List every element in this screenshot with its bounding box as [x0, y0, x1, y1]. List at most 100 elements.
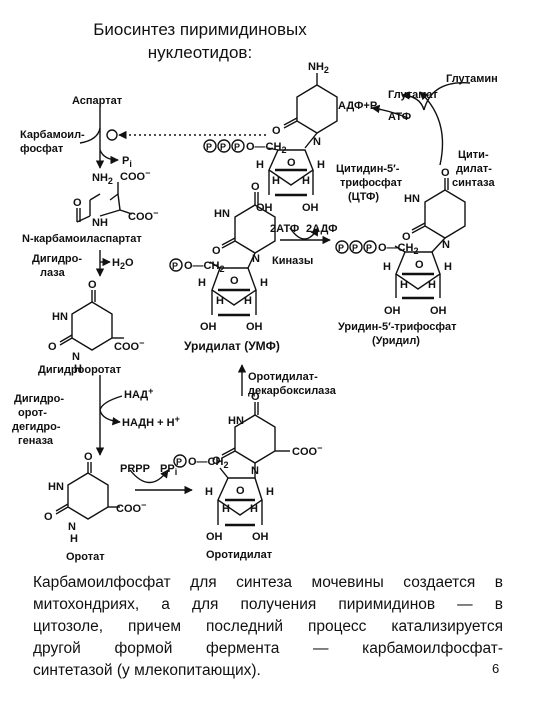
label-h: H	[272, 175, 280, 187]
label-coo-4: COO−	[116, 500, 146, 515]
label-h: H	[400, 279, 408, 291]
label-h: H	[444, 261, 452, 273]
label-n-carbamoylaspartate: N-карбамоиласпартат	[22, 233, 142, 245]
label-coo-2: COO−	[128, 208, 158, 223]
label-hn: HN	[48, 481, 64, 493]
label-coo-3: COO−	[114, 338, 144, 353]
label-oh: OH	[302, 202, 319, 214]
label-o: O	[272, 125, 281, 137]
inhibition-circle	[106, 129, 118, 141]
phosphate-circle	[203, 139, 217, 153]
dihydroorotate-ring	[71, 301, 113, 351]
label-n: N	[72, 351, 80, 363]
page-number: 6	[492, 661, 500, 676]
caption-line-2: митохондриях, а для получения пиримидино…	[33, 596, 503, 613]
phosphate-circle	[335, 240, 349, 254]
label-h: H	[216, 295, 224, 307]
label-dihydroorotase-1: Дигидро-	[32, 253, 82, 265]
label-coo-1: COO−	[120, 168, 150, 183]
label-hn: HN	[404, 193, 420, 205]
label-nadh: НАДН + Н+	[122, 414, 180, 429]
arrow-nad	[99, 395, 123, 411]
label-nh2: NH2	[308, 61, 329, 75]
label-glutamine: Глутамин	[446, 73, 498, 85]
label-orotate: Оротат	[66, 551, 105, 563]
caption-line-1: Карбамоилфосфат для синтеза мочевины соз…	[33, 574, 503, 591]
label-o: O	[212, 455, 221, 467]
label-ctp-3: (ЦТФ)	[348, 191, 379, 203]
label-phosphate-p: P	[172, 261, 178, 271]
label-dihydroorotate: Дигидрооротат	[38, 364, 122, 376]
phosphate-circle	[217, 139, 231, 153]
label-ctp-2: трифосфат	[340, 177, 403, 189]
label-nh: NH	[92, 217, 108, 229]
label-hn: HN	[228, 415, 244, 427]
title-line-2: нуклеотидов:	[147, 43, 253, 62]
label-o: O	[287, 157, 296, 169]
arrow-atp-adp	[289, 227, 319, 240]
utp-base-ring	[424, 189, 466, 239]
ctp-ribose-ring	[268, 149, 314, 186]
ctp-base-ring	[296, 84, 338, 134]
label-kinases: Киназы	[272, 255, 313, 267]
label-ump: Уридилат (УМФ)	[184, 339, 280, 353]
label-adp-pi: АДФ+Pi	[338, 100, 380, 114]
label-o-ch2: O—CH2	[184, 260, 224, 274]
label-hn: HN	[52, 311, 68, 323]
label-o: O	[236, 485, 245, 497]
label-o-ch2: O—CH2	[246, 141, 286, 155]
slide-title: Биосинтез пиримидиновых нуклеотидов:	[0, 18, 400, 64]
label-h: H	[198, 277, 206, 289]
label-oh: OH	[384, 305, 401, 317]
arrow-glutamate	[401, 91, 425, 111]
label-decarboxylase-2: декарбоксилаза	[248, 385, 337, 397]
label-o-ch2: O—CH2	[188, 456, 228, 470]
label-dhodh-3: дегидро-	[12, 421, 61, 433]
label-n: N	[251, 465, 259, 477]
omp-ribose-ring	[217, 477, 263, 516]
title-line-1: Биосинтез пиримидиновых	[93, 20, 307, 39]
label-dhodh-2: орот-	[18, 407, 47, 419]
label-utp-1: Уридин-5′-трифосфат	[338, 321, 457, 333]
label-o: O	[84, 451, 93, 463]
label-h: H	[260, 277, 268, 289]
label-h: H	[428, 279, 436, 291]
label-o: O	[48, 341, 57, 353]
label-glutamate: Глутамат	[388, 89, 438, 101]
label-carbamoylphosphate-2: фосфат	[20, 143, 64, 155]
label-carbamoylphosphate-1: Карбамоил-	[20, 129, 85, 141]
label-oh: OH	[256, 202, 273, 214]
arrow-pi-release	[99, 149, 119, 165]
label-utp-2: (Уридил)	[372, 335, 420, 347]
label-oh: OH	[206, 531, 223, 543]
label-hn: HN	[214, 208, 230, 220]
label-ctps-2: дилат-	[456, 163, 492, 175]
label-orotidylate: Оротидилат	[206, 549, 273, 561]
label-2atp: 2АТФ	[270, 223, 299, 235]
label-oh: OH	[246, 321, 263, 333]
label-o: O	[44, 511, 53, 523]
label-atp: АТФ	[388, 111, 411, 123]
label-h: H	[244, 295, 252, 307]
arrow-atp-adp-right	[371, 104, 409, 119]
label-o: O	[212, 245, 221, 257]
label-phosphate-p: P	[206, 142, 212, 152]
phosphate-circle	[231, 139, 245, 153]
label-dihydroorotase-2: лаза	[40, 267, 66, 279]
label-h: H	[302, 175, 310, 187]
label-prpp: PRPP	[120, 463, 150, 475]
label-ctps-1: Цити-	[458, 149, 489, 161]
label-n: N	[68, 521, 76, 533]
caption: Карбамоилфосфат для синтеза мочевины соз…	[33, 572, 503, 682]
label-phosphate-p: P	[234, 142, 240, 152]
label-pi: Pi	[122, 155, 132, 169]
label-o: O	[441, 167, 450, 179]
orotate-ring	[67, 472, 109, 520]
label-oh: OH	[430, 305, 447, 317]
label-h: H	[222, 503, 230, 515]
phosphate-circle	[349, 240, 363, 254]
label-h: H	[70, 533, 78, 545]
arrow-prpp-ppi	[129, 469, 169, 484]
label-h: H	[74, 363, 82, 375]
label-phosphate-p: P	[338, 243, 344, 253]
